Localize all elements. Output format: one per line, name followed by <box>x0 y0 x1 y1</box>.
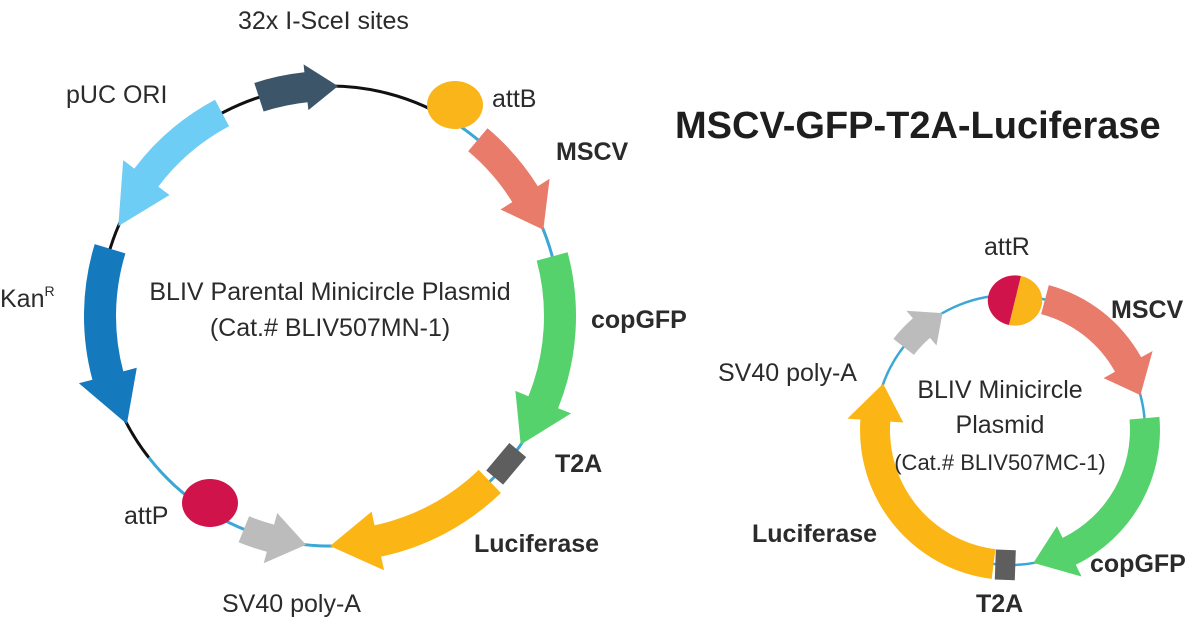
puc-ori-arrow <box>118 99 230 227</box>
label-parental-sv40: SV40 poly-A <box>222 590 361 618</box>
label-parental-mscv: MSCV <box>556 138 629 166</box>
label-scei: 32x I-SceI sites <box>238 7 409 35</box>
parental-catalog: (Cat.# BLIV507MN-1) <box>210 314 450 342</box>
minicircle-catalog: (Cat.# BLIV507MC-1) <box>894 450 1106 475</box>
label-minicircle-mscv: MSCV <box>1111 296 1184 324</box>
label-minicircle-sv40: SV40 poly-A <box>718 359 857 387</box>
minicircle-luciferase-arrow <box>847 383 996 579</box>
label-minicircle-luciferase: Luciferase <box>752 520 877 548</box>
label-minicircle-t2a: T2A <box>976 590 1023 618</box>
parental-luciferase-arrow <box>330 469 501 571</box>
label-puc-ori: pUC ORI <box>66 81 167 109</box>
attp-site <box>182 479 238 527</box>
minicircle-plasmid: attR MSCV copGFP T2A Luciferase SV40 pol… <box>718 233 1186 618</box>
parental-backbone-arc <box>98 84 460 459</box>
attr-left-half <box>987 275 1021 325</box>
minicircle-name-2: Plasmid <box>956 411 1045 439</box>
attb-site <box>427 81 483 129</box>
parental-copgfp-arrow <box>515 252 577 445</box>
parental-plasmid: 32x I-SceI sites pUC ORI KanR attB MSCV … <box>0 7 687 618</box>
minicircle-copgfp-arrow <box>1033 416 1160 577</box>
minicircle-t2a-block <box>994 549 1016 581</box>
attr-site <box>987 275 1043 326</box>
label-kan: KanR <box>0 283 55 313</box>
label-attr: attR <box>984 233 1030 261</box>
minicircle-sv40-arrow <box>893 310 943 355</box>
kan-resistance-arrow <box>78 244 137 424</box>
parental-name: BLIV Parental Minicircle Plasmid <box>149 278 510 306</box>
parental-mscv-arrow <box>468 128 550 230</box>
minicircle-mscv-arrow <box>1041 285 1153 396</box>
parental-sv40-arrow <box>238 513 306 564</box>
label-minicircle-copgfp: copGFP <box>1090 550 1186 578</box>
attr-right-half <box>1009 276 1043 326</box>
label-parental-luciferase: Luciferase <box>474 530 599 558</box>
label-attp: attP <box>124 502 168 530</box>
construct-title: MSCV-GFP-T2A-Luciferase <box>675 105 1161 147</box>
sceI-sites-arrow <box>254 64 338 112</box>
label-parental-t2a: T2A <box>555 450 602 478</box>
label-parental-copgfp: copGFP <box>591 306 687 334</box>
parental-t2a-block <box>486 442 527 485</box>
label-attb: attB <box>492 85 536 113</box>
minicircle-name: BLIV Minicircle <box>917 376 1082 404</box>
